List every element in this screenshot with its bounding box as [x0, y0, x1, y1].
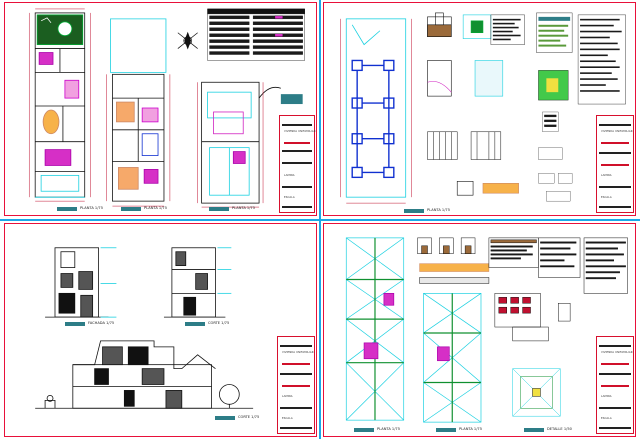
caption-side-section: CORTE 1/75 — [185, 321, 229, 326]
slab-plan-2 — [423, 292, 482, 423]
footing-details — [427, 12, 519, 196]
ground-floor-plan — [28, 8, 91, 202]
project-name: VIVIENDA UNIFAMILIAR — [601, 351, 633, 354]
scale-label: ESCALA — [282, 417, 293, 420]
scale-label: ESCALA — [601, 196, 612, 199]
caption-plan-2: PLANTA 1/75 — [121, 206, 167, 211]
scale-label: ESCALA — [284, 196, 295, 199]
sheet-elevations-sections[interactable]: FACHADA 1/75 CORTE 1/75 CORTE 1/75 VIVIE… — [4, 223, 317, 437]
side-section — [163, 247, 232, 318]
structural-notes — [490, 12, 626, 202]
title-block: VIVIENDA UNIFAMILIAR LAMINA ESCALA — [596, 336, 634, 434]
caption-foundation-plan: PLANTA 1/75 — [404, 208, 450, 213]
stamp — [280, 94, 303, 105]
title-block: VIVIENDA UNIFAMILIAR LAMINA ESCALA — [277, 336, 315, 434]
caption-slab-detail: DETALLE 1/50 — [524, 427, 572, 432]
caption-long-section: CORTE 1/75 — [215, 415, 259, 420]
project-name: VIVIENDA UNIFAMILIAR — [282, 351, 314, 354]
caption-front-elevation: FACHADA 1/75 — [65, 321, 114, 326]
slab-plan-1 — [345, 237, 405, 421]
sheet-label: LAMINA — [601, 395, 612, 398]
foundation-plan — [340, 18, 412, 204]
caption-slab-plan-1: PLANTA 1/75 — [354, 427, 400, 432]
front-elevation — [45, 247, 117, 318]
long-section — [35, 340, 254, 409]
project-name: VIVIENDA UNIFAMILIAR — [284, 130, 316, 133]
caption-plan-3: PLANTA 1/75 — [209, 206, 255, 211]
sheet-slab-plans[interactable]: PLANTA 1/75 PLANTA 1/75 DETALLE 1/50 VIV… — [323, 223, 636, 437]
structural-drawing — [340, 12, 626, 204]
horizontal-divider — [0, 219, 640, 221]
sheet-label: LAMINA — [284, 174, 295, 177]
roof-plan — [197, 81, 281, 208]
caption-plan-1: PLANTA 1/75 — [57, 206, 103, 211]
slab-drawing — [345, 237, 628, 423]
sheet-structural-plans[interactable]: PLANTA 1/75 VIVIENDA UNIFAMILIAR LAMINA … — [323, 2, 636, 216]
caption-slab-plan-2: PLANTA 1/75 — [436, 427, 482, 432]
elevations-drawing — [35, 247, 254, 409]
north-arrow-icon — [177, 31, 198, 50]
scale-label: ESCALA — [601, 417, 612, 420]
first-floor-plan — [106, 18, 171, 207]
sheet-floor-plans[interactable]: PLANTA 1/75 PLANTA 1/75 PLANTA 1/75 VIVI… — [4, 2, 317, 216]
project-name: VIVIENDA UNIFAMILIAR — [601, 130, 633, 133]
title-block: VIVIENDA UNIFAMILIAR LAMINA ESCALA — [279, 115, 316, 213]
sheet-label: LAMINA — [601, 174, 612, 177]
area-schedule-table — [207, 8, 305, 61]
title-block: VIVIENDA UNIFAMILIAR LAMINA ESCALA — [596, 115, 634, 213]
floor-plans-drawing — [28, 8, 305, 208]
slab-details — [417, 237, 628, 417]
sheet-label: LAMINA — [282, 395, 293, 398]
